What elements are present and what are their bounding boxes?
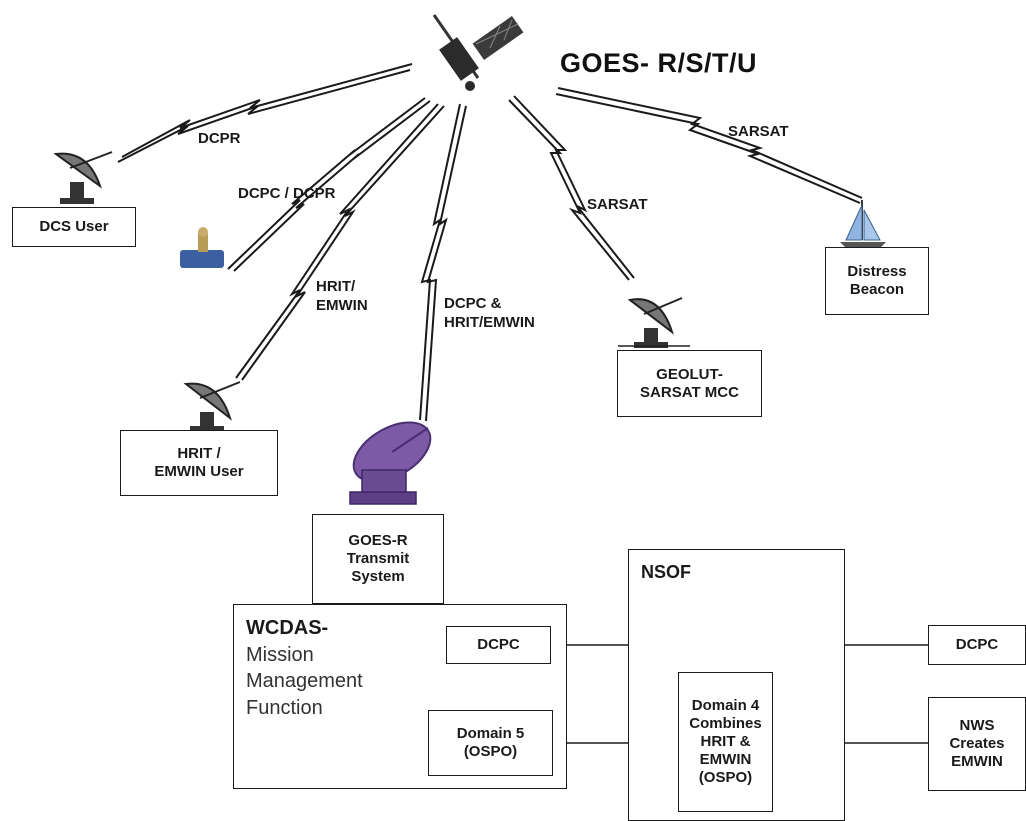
geolut-box: GEOLUT- SARSAT MCC — [617, 350, 762, 417]
link-sarsat-right — [557, 87, 863, 199]
link-dcpc-hrit — [419, 103, 461, 421]
wcdas-title-bold: WCDAS- — [246, 617, 329, 639]
user-terminal-icon — [180, 227, 224, 268]
link-label-hrit-emwin: HRIT/ EMWIN — [316, 278, 368, 314]
wcdas-title: WCDAS- Mission Management Function — [246, 615, 363, 721]
wcdas-dcpc-box: DCPC — [446, 626, 551, 664]
link-label-sarsat-left: SARSAT — [587, 196, 648, 213]
domain4-box: Domain 4 Combines HRIT & EMWIN (OSPO) — [678, 672, 773, 812]
domain5-box: Domain 5 (OSPO) — [428, 710, 553, 776]
link-hrit-emwin — [235, 103, 439, 379]
transmit-dish-icon — [349, 421, 432, 505]
nsof-title: NSOF — [641, 562, 692, 582]
nws-box: NWS Creates EMWIN — [928, 697, 1026, 791]
link-label-sarsat-right: SARSAT — [728, 123, 789, 140]
hrit-user-box: HRIT / EMWIN User — [120, 430, 278, 496]
link-sarsat-left — [513, 95, 635, 279]
transmit-system-box: GOES-R Transmit System — [312, 514, 444, 604]
satellite-icon — [432, 14, 524, 91]
link-label-dcpc-hrit: DCPC & HRIT/EMWIN — [444, 295, 535, 331]
wcdas-title-rest: Mission Management Function — [246, 643, 363, 719]
sailboat-icon — [840, 200, 886, 248]
link-dcpc-dcpr — [227, 97, 426, 270]
link-label-dcpr: DCPR — [198, 130, 241, 147]
external-dcpc-box: DCPC — [928, 625, 1026, 665]
dcs-user-box: DCS User — [12, 207, 136, 247]
link-dcpr — [121, 63, 413, 158]
link-label-dcpc-dcpr: DCPC / DCPR — [238, 185, 336, 202]
geolut-dish-icon — [618, 297, 690, 348]
diagram-title: GOES- R/S/T/U — [560, 48, 758, 78]
dcs-user-dish-icon — [53, 151, 113, 204]
hrit-user-dish-icon — [183, 381, 241, 432]
distress-beacon-box: Distress Beacon — [825, 247, 929, 315]
